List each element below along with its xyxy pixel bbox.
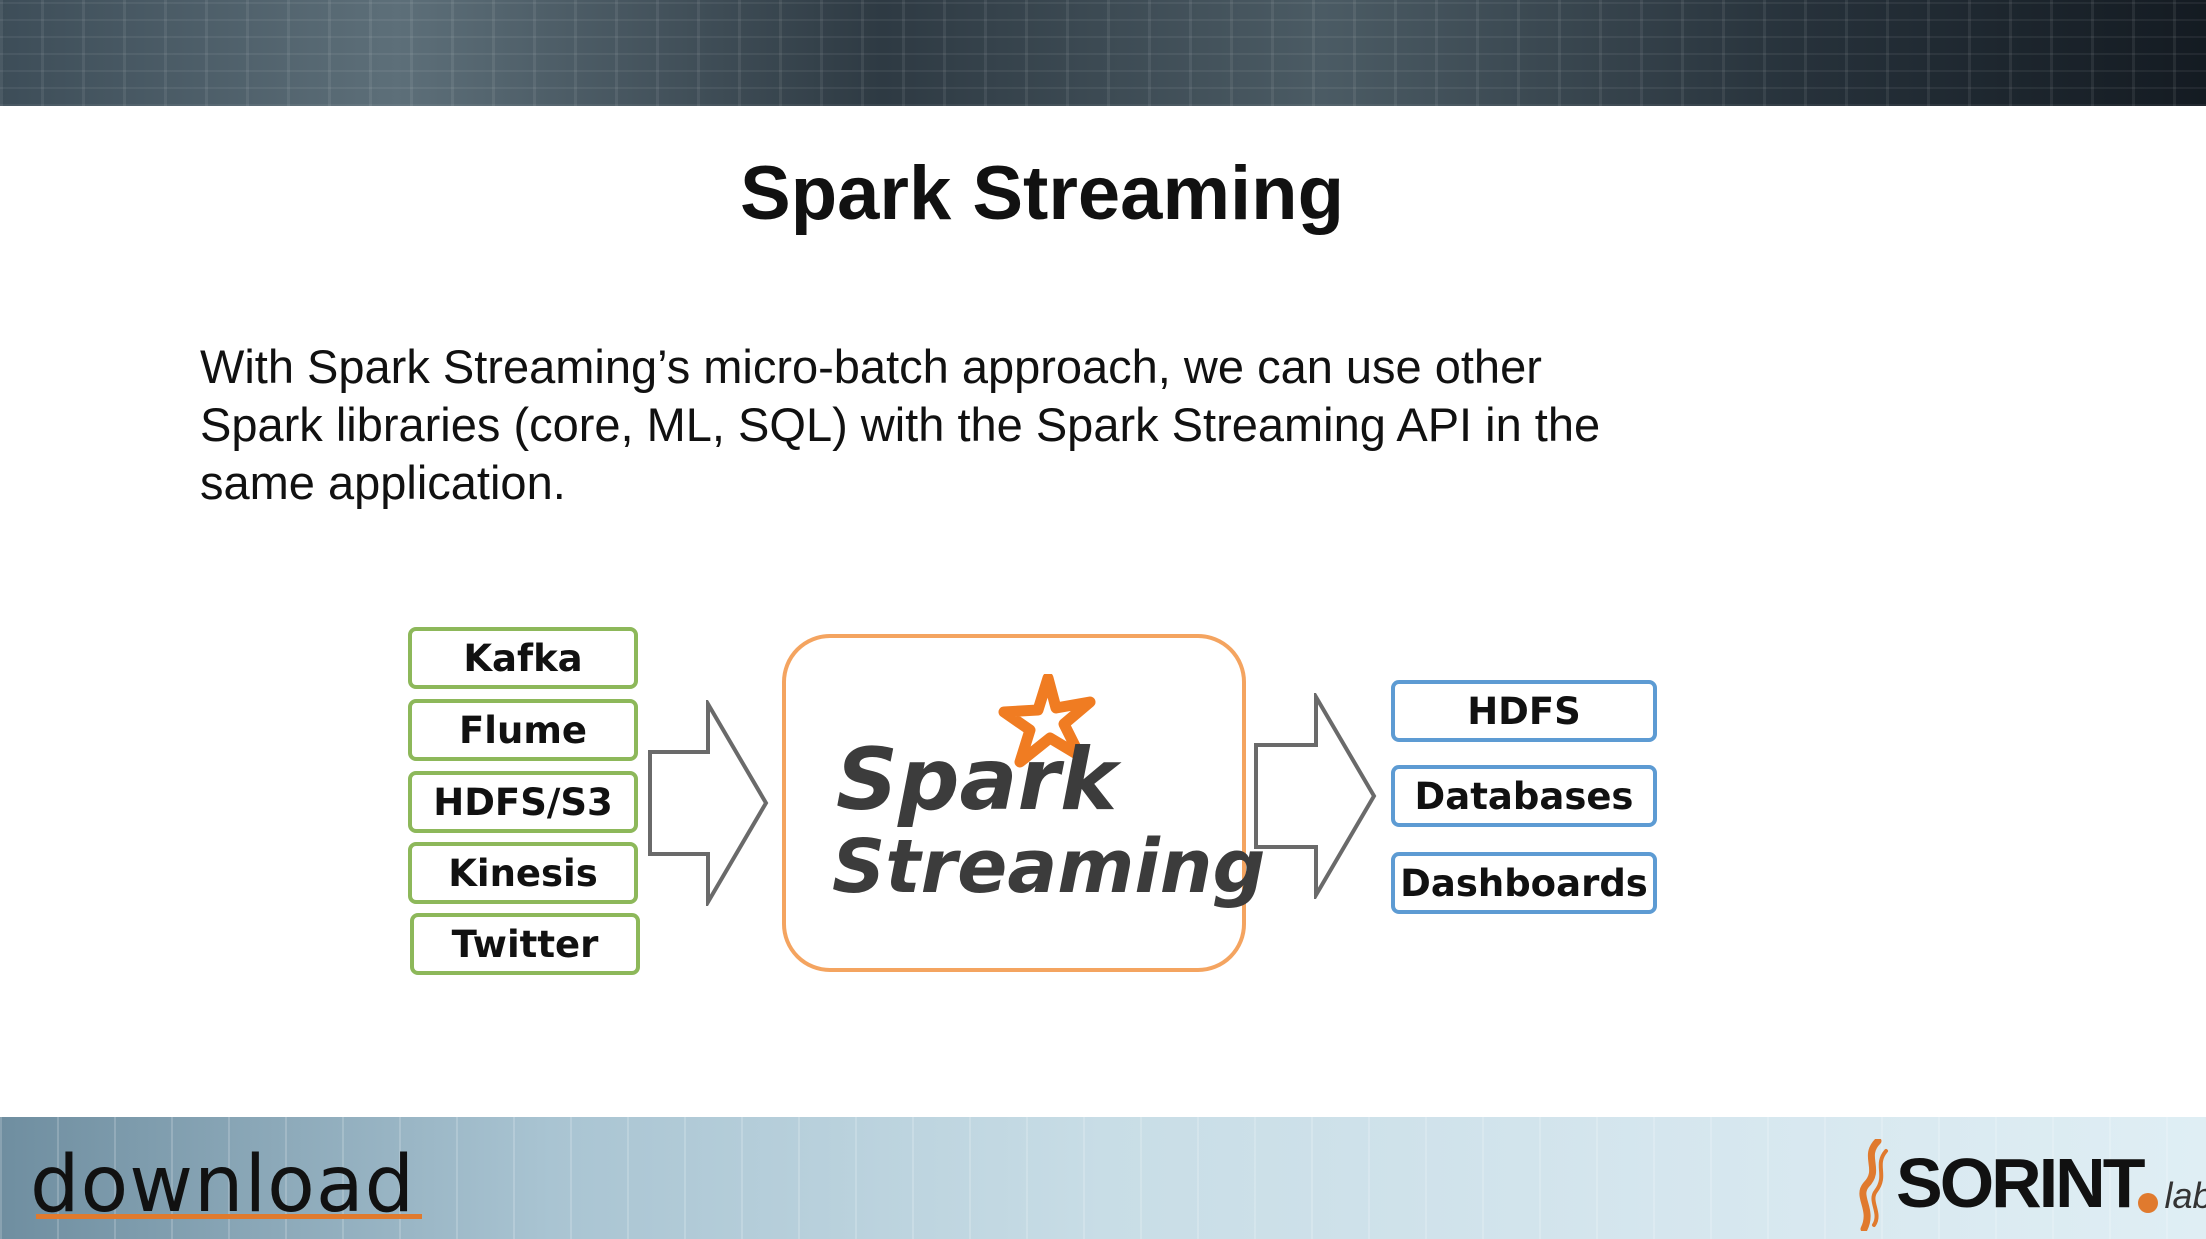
source-box-hdfs-s3: HDFS/S3 <box>408 771 638 833</box>
sorint-lab-logo: SORINT lab <box>1852 1139 2206 1231</box>
slide-title: Spark Streaming <box>740 151 1344 236</box>
spark-streaming-box: Spark Streaming <box>782 634 1265 972</box>
body-line: same application. <box>200 456 566 509</box>
sink-box-dashboards: Dashboards <box>1391 852 1657 914</box>
spark-star-icon <box>998 674 1096 768</box>
spark-word: Spark <box>836 730 1118 830</box>
body-line: Spark libraries (core, ML, SQL) with the… <box>200 398 1601 451</box>
source-box-flume: Flume <box>408 699 638 761</box>
source-box-kafka: Kafka <box>408 627 638 689</box>
sink-box-databases: Databases <box>1391 765 1657 827</box>
flow-arrow-icon <box>1254 693 1377 899</box>
download-logo-underline <box>36 1214 422 1219</box>
sorint-flame-icon <box>1859 1139 1888 1231</box>
source-box-twitter: Twitter <box>410 913 640 975</box>
sorint-dot-icon <box>2138 1193 2159 1213</box>
sorint-logo-text: SORINT <box>1896 1144 2145 1222</box>
body-line: With Spark Streaming’s micro-batch appro… <box>200 340 1542 393</box>
flow-arrow-icon <box>648 700 769 906</box>
slide-body-text: With Spark Streaming’s micro-batch appro… <box>200 338 1760 512</box>
streaming-word: Streaming <box>832 824 1266 910</box>
source-box-kinesis: Kinesis <box>408 842 638 904</box>
sink-box-hdfs: HDFS <box>1391 680 1657 742</box>
sorint-lab-text: lab <box>2164 1175 2206 1216</box>
top-banner-image <box>0 0 2206 106</box>
